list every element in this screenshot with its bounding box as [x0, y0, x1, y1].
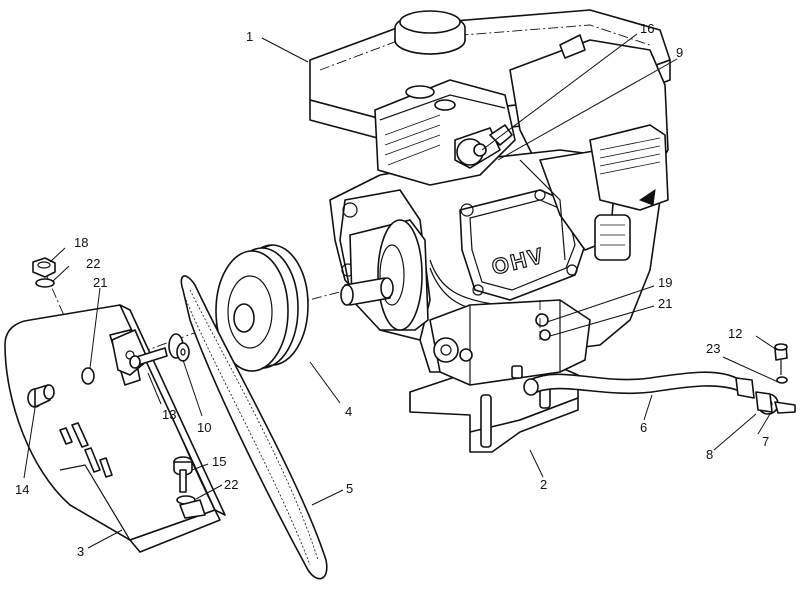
callout-14: 14 — [15, 482, 29, 497]
leader-lines — [23, 33, 779, 549]
nut-18 — [32, 257, 56, 278]
callout-18: 18 — [74, 235, 88, 250]
callout-22-upper: 22 — [86, 256, 100, 271]
callout-4: 4 — [345, 404, 352, 419]
washer-22-upper — [35, 278, 55, 288]
callout-15: 15 — [212, 454, 226, 469]
pulley — [215, 244, 309, 372]
callout-23: 23 — [706, 341, 720, 356]
callout-1: 1 — [246, 29, 253, 44]
washer-10 — [168, 333, 190, 362]
washer-23 — [776, 376, 788, 384]
callout-5: 5 — [346, 481, 353, 496]
guard-tab — [179, 499, 206, 519]
callout-2: 2 — [540, 477, 547, 492]
callout-13: 13 — [162, 407, 176, 422]
callout-22-lower: 22 — [224, 477, 238, 492]
fuel-shutoff-valve — [755, 391, 796, 415]
washer-21-upper — [81, 367, 95, 385]
callout-9: 9 — [676, 45, 683, 60]
callout-21-lower: 21 — [658, 296, 672, 311]
bolt-15 — [173, 456, 193, 493]
callout-16: 16 — [640, 21, 654, 36]
callout-labels: 1 16 9 18 22 21 19 21 12 23 13 10 4 14 1… — [15, 21, 769, 559]
bolt-14 — [27, 384, 55, 408]
callout-8: 8 — [706, 447, 713, 462]
fuel-line — [523, 371, 755, 399]
bolt-12 — [774, 343, 788, 375]
callout-21-upper: 21 — [93, 275, 107, 290]
callout-6: 6 — [640, 420, 647, 435]
callout-7: 7 — [762, 434, 769, 449]
pulley-bolt — [129, 347, 168, 369]
drive-belt — [180, 275, 328, 580]
callout-19: 19 — [658, 275, 672, 290]
callout-3: 3 — [77, 544, 84, 559]
callout-12: 12 — [728, 326, 742, 341]
engine: OHV — [309, 9, 671, 386]
callout-10: 10 — [197, 420, 211, 435]
